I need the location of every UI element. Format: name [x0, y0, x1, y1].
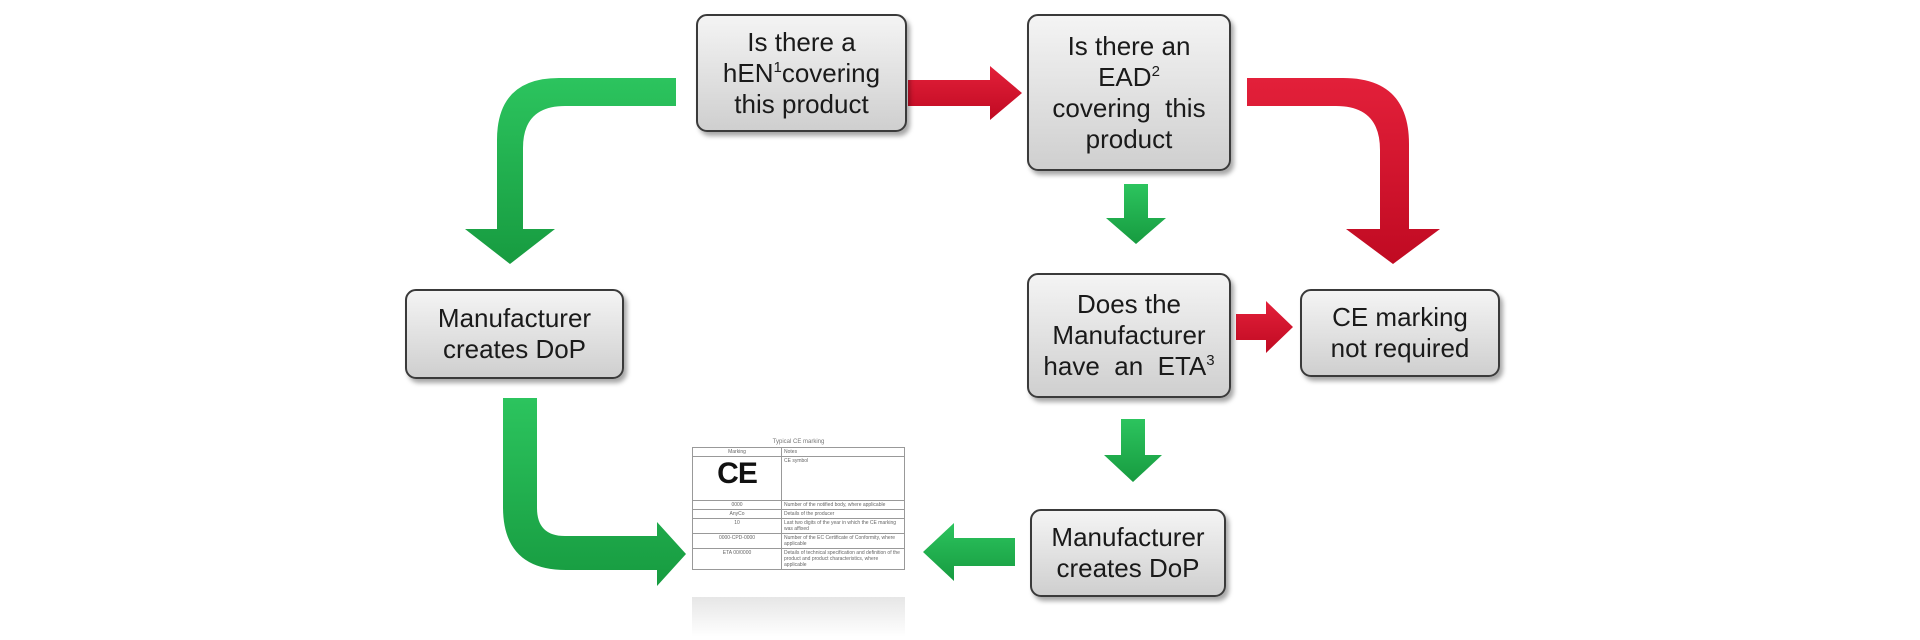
ead-line2: EAD2 [1098, 62, 1160, 93]
hen-line2: hEN1covering [723, 58, 880, 89]
ead-line3: covering this [1052, 92, 1206, 123]
manufacturer-right-line1: Manufacturer [1051, 522, 1205, 552]
ce-marking-not-required-box: CE marking not required [1300, 289, 1500, 377]
arrow-ead-to-ce-not-required [1247, 78, 1440, 264]
ce-row-note: Details of the producer [781, 509, 905, 519]
hen-question-box: Is there a hEN1covering this product [696, 14, 907, 132]
table-row: 0000 Number of the notified body, where … [691, 500, 905, 510]
eta-footnote-3: 3 [1206, 352, 1215, 369]
arrow-eta-to-manufacturer-right [1104, 419, 1162, 482]
table-row: AnyCo Details of the producer [691, 509, 905, 519]
table-row: ETA 00/0000 Details of technical specifi… [691, 548, 905, 570]
ce-doc-title: Typical CE marking [772, 439, 825, 445]
ce-row-mark: 0000-CPD-0000 [691, 533, 783, 549]
hen-footnote-1: 1 [773, 58, 782, 76]
hen-line3: this product [734, 88, 869, 119]
ce-marking-document: Typical CE marking Marking Notes CE CE s… [691, 439, 905, 597]
table-row: CE CE symbol [691, 456, 905, 501]
arrow-manufacturer-right-to-ce-marking [923, 523, 1015, 581]
eta-line1: Does the [1076, 289, 1182, 319]
ce-table-header: Marking Notes [691, 447, 905, 457]
arrow-ead-to-eta [1106, 184, 1166, 244]
manufacturer-left-line2: creates DoP [442, 334, 587, 364]
ead-line2-a: EAD [1098, 61, 1152, 92]
ead-line4: product [1085, 123, 1173, 154]
table-row: 0000-CPD-0000 Number of the EC Certifica… [691, 533, 905, 549]
ce-row-mark: 10 [691, 518, 783, 534]
eta-question-box: Does the Manufacturer have an ETA3 [1027, 273, 1231, 398]
ce-row-note: CE symbol [781, 456, 905, 501]
ce-row-note: Details of technical specification and d… [781, 548, 905, 570]
ce-row-mark: ETA 00/0000 [691, 548, 783, 570]
ce-row-note: Number of the EC Certificate of Conformi… [781, 533, 905, 549]
ce-not-required-line1: CE marking [1332, 302, 1468, 332]
ce-row-note: Last two digits of the year in which the… [781, 518, 905, 534]
arrow-hen-to-manufacturer-left [465, 78, 676, 264]
eta-line2: Manufacturer [1052, 320, 1206, 350]
arrow-hen-to-ead [908, 66, 1022, 120]
table-row: 10 Last two digits of the year in which … [691, 518, 905, 534]
manufacturer-creates-dop-right-box: Manufacturer creates DoP [1030, 509, 1226, 597]
ead-question-box: Is there an EAD2 covering this product [1027, 14, 1231, 171]
ce-row-note: Number of the notified body, where appli… [781, 500, 905, 510]
hen-line1: Is there a [747, 26, 856, 57]
ead-line1: Is there an [1067, 30, 1191, 61]
eta-line3: have an ETA3 [1043, 351, 1214, 382]
manufacturer-creates-dop-left-box: Manufacturer creates DoP [405, 289, 624, 379]
hen-line2-a: hEN [722, 57, 774, 88]
ce-row-mark: AnyCo [691, 509, 783, 519]
ead-footnote-2: 2 [1151, 62, 1160, 80]
arrow-manufacturer-left-to-ce-marking [503, 398, 686, 586]
ce-not-required-line2: not required [1330, 333, 1470, 363]
ce-header-marking: Marking [691, 447, 783, 457]
ce-marking-table: Marking Notes CE CE symbol 0000 Number o… [691, 447, 905, 570]
eta-line3-a: have an ETA [1043, 351, 1207, 381]
ce-symbol: CE [691, 456, 783, 501]
manufacturer-left-line1: Manufacturer [437, 303, 592, 333]
manufacturer-right-line2: creates DoP [1056, 553, 1200, 583]
ce-symbol-text: CE [717, 457, 758, 490]
ce-document-reflection [692, 597, 905, 637]
hen-line2-b: covering [781, 57, 881, 88]
ce-header-notes: Notes [781, 447, 905, 457]
ce-row-mark: 0000 [691, 500, 783, 510]
arrow-eta-to-ce-not-required [1236, 301, 1293, 353]
